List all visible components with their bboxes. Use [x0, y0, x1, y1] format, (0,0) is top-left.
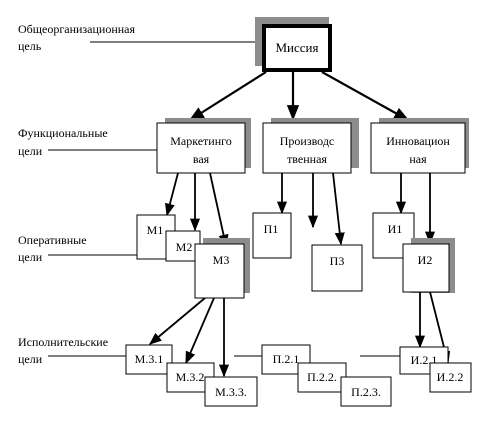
i22-box	[429, 362, 472, 393]
marketing-box	[156, 122, 246, 174]
svg-text:Функциональные: Функциональные	[18, 126, 108, 140]
svg-text:цель: цель	[18, 39, 42, 53]
arrow-mission-marketing	[188, 71, 267, 121]
i2-text: И2	[418, 253, 433, 267]
innovation-text-2: ная	[409, 152, 427, 166]
m32-text: М.3.2	[176, 370, 205, 384]
marketing-text-2: вая	[193, 152, 210, 166]
level-label-functional: Функциональные цели	[18, 126, 108, 158]
m1-text: М1	[147, 223, 164, 237]
production-box	[262, 122, 352, 174]
level-label-operative: Оперативные цели	[18, 233, 87, 264]
mission-text: Миссия	[276, 40, 319, 55]
level-label-mission: Общеорганизационная цель	[18, 22, 136, 53]
m31-text: М.3.1	[135, 352, 164, 366]
m33-text: М.3.3.	[215, 385, 247, 399]
p3-box	[311, 244, 363, 292]
arrow-production-p3	[332, 172, 345, 246]
p1-text: П1	[264, 222, 279, 236]
p22-text: П.2.2.	[307, 370, 337, 384]
svg-text:цели: цели	[18, 144, 43, 158]
svg-text:Общеорганизационная: Общеорганизационная	[18, 22, 136, 36]
arrow-m3-m31	[149, 297, 206, 345]
innovation-text-1: Инновацион	[386, 134, 450, 148]
p3-text: П3	[330, 254, 345, 268]
i22-text: И.2.2	[437, 370, 464, 384]
innovation-box	[370, 122, 466, 174]
m31-box	[125, 344, 173, 375]
m3-text: М3	[213, 253, 230, 267]
arrow-marketing-m3	[209, 172, 229, 248]
svg-text:Исполнительские: Исполнительские	[18, 335, 108, 349]
p21-text: П.2.1	[273, 352, 300, 366]
arrow-marketing-m1	[164, 172, 179, 217]
p23-text: П.2.3.	[351, 385, 381, 399]
svg-text:цели: цели	[18, 352, 43, 366]
m3-box	[194, 243, 245, 299]
p23-box	[340, 376, 392, 407]
i21-box	[399, 346, 449, 375]
i1-text: И1	[388, 222, 403, 236]
i2-box	[402, 243, 450, 293]
production-text-1: Производс	[280, 134, 335, 148]
arrow-m3-m32	[185, 297, 215, 365]
mission-box	[262, 24, 332, 72]
marketing-text-1: Маркетинго	[170, 134, 232, 148]
m2-text: М2	[176, 240, 193, 254]
p22-box	[297, 362, 347, 393]
p1-box	[252, 212, 292, 259]
arrow-mission-innovation	[321, 71, 410, 121]
m33-box	[204, 376, 258, 407]
m2-box	[165, 230, 201, 262]
level-label-executive: Исполнительские цели	[18, 335, 108, 366]
svg-text:цели: цели	[18, 250, 43, 264]
production-text-2: твенная	[287, 152, 327, 166]
svg-text:Оперативные: Оперативные	[18, 233, 87, 247]
